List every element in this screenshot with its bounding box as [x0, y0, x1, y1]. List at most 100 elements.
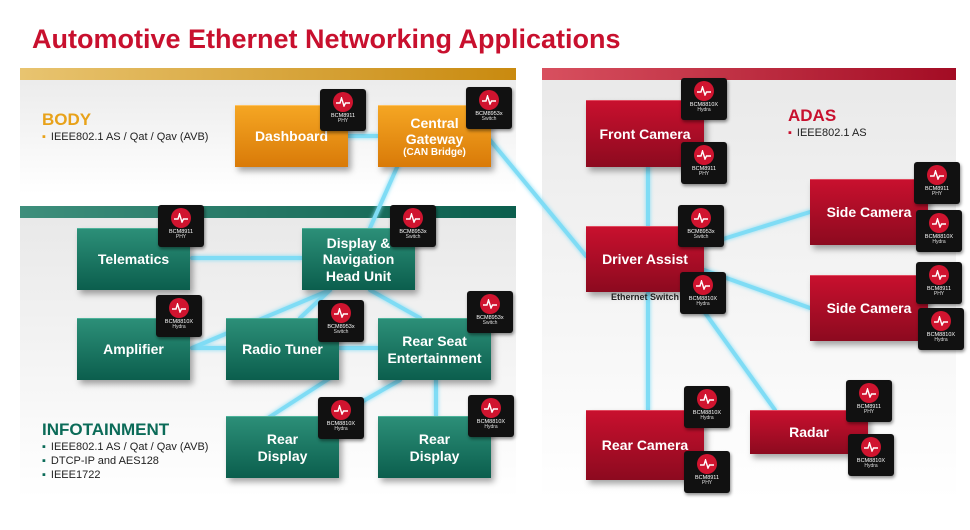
chip-logo-icon	[931, 311, 951, 331]
chip-type: Switch	[693, 234, 709, 241]
chip-logo-icon	[929, 265, 949, 285]
chip-logo-icon	[693, 275, 713, 295]
chip-type: Hydra	[932, 239, 946, 246]
rear-display-label: Rear Display	[257, 431, 308, 464]
dashboard-label: Dashboard	[254, 128, 329, 145]
chip-radar-top: BCM8911 PHY	[846, 380, 892, 422]
chip-rear-camera-bottom: BCM8911 PHY	[684, 451, 730, 493]
link-gateway-driverassist	[488, 138, 588, 258]
infotainment-bullet-list: IEEE802.1 AS / Qat / Qav (AVB) DTCP-IP a…	[42, 441, 209, 483]
chip-logo-icon	[691, 208, 711, 228]
chip-part-number: BCM8911	[168, 229, 194, 235]
display-navigation-box: Display & Navigation Head Unit	[302, 228, 415, 290]
chip-logo-icon	[861, 437, 881, 457]
chip-logo-icon	[331, 400, 351, 420]
chip-driver-assist-top: BCM8953x Switch	[678, 205, 724, 247]
amplifier-label: Amplifier	[103, 341, 164, 358]
chip-part-number: BCM8911	[926, 286, 952, 292]
chip-type: Switch	[481, 116, 497, 123]
link-displaynav-rearseat	[368, 288, 422, 320]
chip-type: Hydra	[484, 424, 498, 431]
chip-driver-assist-bottom: BCM8810X Hydra	[680, 272, 726, 314]
chip-part-number: BCM8953x	[476, 315, 504, 321]
rear-seat-entertainment-label: Rear Seat Entertainment	[387, 333, 482, 366]
chip-logo-icon	[403, 208, 423, 228]
chip-part-number: BCM8810X	[476, 419, 506, 425]
link-displaynav-radiotuner	[298, 288, 332, 320]
rear-display-label: Rear Display	[409, 431, 460, 464]
chip-radio-tuner: BCM8953x Switch	[318, 300, 364, 342]
body-panel-bar	[20, 68, 516, 80]
chip-rear-seat: BCM8953x Switch	[467, 291, 513, 333]
chip-part-number: BCM8911	[694, 475, 720, 481]
chip-type: Hydra	[172, 324, 186, 331]
chip-logo-icon	[169, 298, 189, 318]
chip-part-number: BCM8953x	[687, 229, 715, 235]
chip-part-number: BCM8911	[691, 166, 717, 172]
chip-type: Hydra	[700, 415, 714, 422]
chip-type: PHY	[698, 171, 710, 178]
chip-radar-bottom: BCM8810X Hydra	[848, 434, 894, 476]
chip-logo-icon	[694, 81, 714, 101]
chip-part-number: BCM8810X	[689, 102, 719, 108]
chip-type: Hydra	[934, 337, 948, 344]
link-gateway-displaynav	[368, 163, 400, 230]
body-bullet-list: IEEE802.1 AS / Qat / Qav (AVB)	[42, 131, 209, 145]
chip-logo-icon	[859, 383, 879, 403]
amplifier-box: Amplifier	[77, 318, 190, 380]
chip-part-number: BCM8953x	[399, 229, 427, 235]
side-camera-label: Side Camera	[826, 204, 912, 221]
chip-part-number: BCM8911	[330, 113, 356, 119]
page-title: Automotive Ethernet Networking Applicati…	[32, 24, 621, 54]
infotainment-section-title: INFOTAINMENT	[42, 420, 170, 439]
chip-part-number: BCM8810X	[692, 410, 722, 416]
chip-logo-icon	[481, 398, 501, 418]
chip-type: Switch	[482, 320, 498, 327]
chip-type: PHY	[933, 291, 945, 298]
driver-assist-label: Driver Assist	[602, 251, 688, 268]
chip-type: PHY	[931, 191, 943, 198]
link-radiotuner-reardisplay1	[266, 376, 332, 420]
chip-type: PHY	[175, 234, 187, 241]
chip-part-number: BCM8953x	[475, 111, 503, 117]
adas-bullet-list: IEEE802.1 AS	[788, 127, 867, 141]
adas-panel-bar	[542, 68, 956, 80]
chip-front-camera-bottom: BCM8911 PHY	[681, 142, 727, 184]
adas-section-title: ADAS	[788, 106, 837, 125]
chip-logo-icon	[927, 165, 947, 185]
body-bullet: IEEE802.1 AS / Qat / Qav (AVB)	[42, 131, 209, 143]
chip-logo-icon	[697, 454, 717, 474]
chip-rear-camera-top: BCM8810X Hydra	[684, 386, 730, 428]
chip-front-camera-top: BCM8810X Hydra	[681, 78, 727, 120]
chip-type: PHY	[701, 480, 713, 487]
body-section-title: BODY	[42, 110, 92, 129]
chip-dashboard: BCM8911 PHY	[320, 89, 366, 131]
chip-logo-icon	[479, 90, 499, 110]
chip-gateway: BCM8953x Switch	[466, 87, 512, 129]
side-camera-box: Side Camera	[810, 179, 928, 245]
chip-type: Hydra	[696, 301, 710, 308]
side-camera-box: Side Camera	[810, 275, 928, 341]
chip-amplifier: BCM8810X Hydra	[156, 295, 202, 337]
chip-rear-display-1: BCM8810X Hydra	[318, 397, 364, 439]
rear-camera-label: Rear Camera	[601, 437, 689, 454]
chip-logo-icon	[697, 389, 717, 409]
infotainment-bullet: DTCP-IP and AES128	[42, 455, 208, 467]
chip-side-camera-2-bottom: BCM8810X Hydra	[918, 308, 964, 350]
chip-part-number: BCM8810X	[164, 319, 194, 325]
chip-side-camera-1-top: BCM8911 PHY	[914, 162, 960, 204]
chip-logo-icon	[171, 208, 191, 228]
front-camera-label: Front Camera	[599, 125, 691, 142]
chip-telematics: BCM8911 PHY	[158, 205, 204, 247]
chip-part-number: BCM8810X	[924, 234, 954, 240]
driver-assist-box: Driver Assist	[586, 226, 704, 292]
chip-part-number: BCM8810X	[688, 296, 718, 302]
chip-part-number: BCM8810X	[926, 332, 956, 338]
chip-logo-icon	[929, 213, 949, 233]
ethernet-switch-label: Ethernet Switch	[611, 292, 680, 302]
chip-type: PHY	[337, 118, 349, 125]
display-navigation-label: Display & Navigation Head Unit	[322, 235, 395, 284]
chip-type: Hydra	[697, 107, 711, 114]
chip-part-number: BCM8911	[924, 186, 950, 192]
telematics-label: Telematics	[97, 251, 170, 268]
